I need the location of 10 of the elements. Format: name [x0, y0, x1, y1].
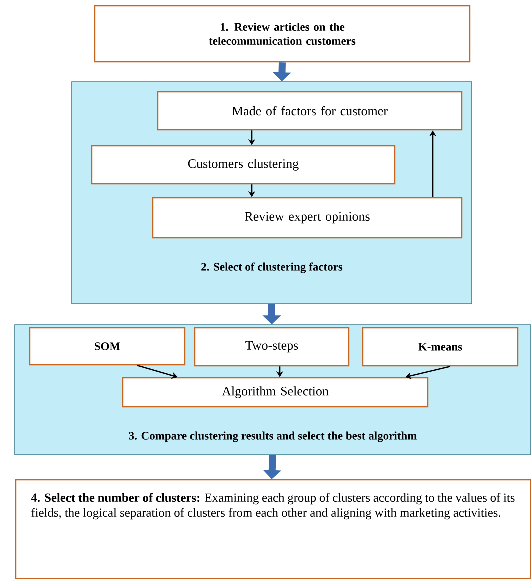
process-box: Made of factors for customer [157, 91, 463, 131]
process-box: Two-steps [194, 327, 350, 367]
process-box: Review expert opinions [152, 197, 463, 239]
process-box: Algorithm Selection [122, 377, 429, 408]
process-box: SOM [29, 327, 186, 366]
process-box: K-means [362, 327, 519, 367]
process-box: Customers clustering [91, 145, 396, 185]
step-box: 1. Review articles on the telecommunication customers [94, 5, 471, 63]
arrow [406, 366, 451, 380]
step-box: 4. Select the number of clusters: Examining each group of clusters according to the values of its fields, the logical separation of clusters from each other and aligning with marketing activities. [15, 479, 531, 579]
